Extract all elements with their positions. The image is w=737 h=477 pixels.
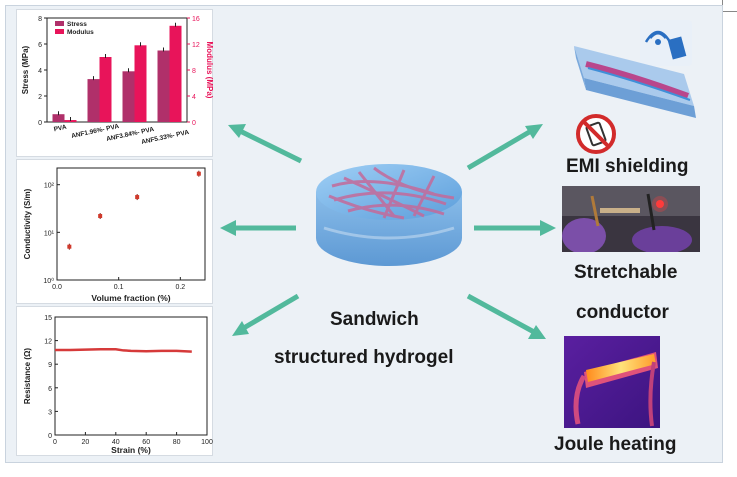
y-tick-label: 3	[48, 409, 52, 416]
data-point	[196, 171, 201, 176]
arrow-to-emi-shielding	[466, 124, 543, 171]
data-point	[67, 244, 72, 249]
emi-shielding-slab-image	[574, 46, 696, 118]
y2-axis-label: Modulus (MPa)	[205, 42, 214, 99]
x-tick-label: 100	[201, 439, 213, 446]
hydrogel-disk	[316, 164, 462, 266]
legend-swatch-modulus	[55, 29, 64, 34]
stretchable-label: Stretchable	[574, 262, 678, 283]
y-tick-label: 0	[48, 433, 52, 440]
plot-frame	[54, 316, 208, 436]
arrow-to-scatter-chart	[220, 220, 296, 236]
y-tick-label: 0	[38, 120, 42, 127]
window-corner-icon	[722, 0, 737, 12]
y2-tick-label: 12	[192, 42, 200, 49]
y-tick-label: 4	[38, 68, 42, 75]
x-tick-label: 0.2	[175, 284, 185, 291]
modulus-bar	[134, 45, 147, 122]
y-tick-label: 15	[44, 315, 52, 322]
y2-tick-label: 0	[192, 120, 196, 127]
y-axis-label: Resistance (Ω)	[23, 348, 32, 405]
x-tick-label: 20	[82, 439, 90, 446]
stress-bar	[87, 79, 100, 122]
conductor-label: conductor	[576, 302, 669, 323]
x-axis-label: Volume fraction (%)	[91, 293, 170, 303]
joule-heating-label: Joule heating	[554, 434, 677, 455]
y-tick-label: 6	[48, 386, 52, 393]
y-tick-label: 10¹	[44, 230, 55, 237]
stress-bar	[52, 114, 65, 122]
data-point	[98, 214, 103, 219]
y-tick-label: 10⁰	[43, 277, 54, 285]
resistance-line	[55, 348, 192, 353]
modulus-bar	[169, 25, 182, 122]
x-tick-label: 40	[112, 439, 120, 446]
wireless-signal-icon	[640, 20, 692, 66]
y-tick-label: 12	[44, 339, 52, 346]
center-title-line1: Sandwich	[330, 309, 419, 330]
x-tick-label: 0.1	[114, 284, 124, 291]
data-point	[135, 195, 140, 200]
arrow-to-bar-chart	[228, 124, 303, 164]
y-axis-label: Stress (MPa)	[21, 45, 30, 94]
x-tick-label: 0	[53, 439, 57, 446]
legend-label-modulus: Modulus	[67, 29, 94, 36]
y-tick-label: 6	[38, 42, 42, 49]
no-phone-signal-icon	[576, 114, 616, 154]
x-tick-label: 0.0	[52, 284, 62, 291]
arrow-to-joule-heating	[466, 293, 546, 339]
stretchable-conductor-photo	[562, 186, 700, 252]
x-tick-label: PVA	[53, 124, 67, 134]
x-tick-label: 80	[173, 439, 181, 446]
emi-shielding-label: EMI shielding	[566, 156, 689, 177]
arrow-to-line-chart	[232, 293, 300, 336]
center-title-line2: structured hydrogel	[274, 347, 454, 368]
legend-swatch-stress	[55, 21, 64, 26]
y2-tick-label: 4	[192, 94, 196, 101]
y-axis-label: Conductivity (S/m)	[23, 188, 32, 259]
x-tick-label: 60	[142, 439, 150, 446]
stress-bar	[157, 50, 170, 122]
y-tick-label: 8	[38, 16, 42, 23]
y2-tick-label: 8	[192, 68, 196, 75]
y-tick-label: 10²	[44, 183, 55, 190]
arrow-to-stretchable-conductor	[474, 220, 556, 236]
stress-bar	[122, 71, 135, 122]
x-axis-label: Strain (%)	[111, 445, 151, 455]
modulus-bar	[99, 57, 112, 122]
y-tick-label: 2	[38, 94, 42, 101]
y-tick-label: 9	[48, 362, 52, 369]
plot-frame	[56, 167, 206, 281]
joule-heating-thermal-image	[564, 336, 660, 428]
y2-tick-label: 16	[192, 16, 200, 23]
legend-label-stress: Stress	[67, 21, 87, 28]
